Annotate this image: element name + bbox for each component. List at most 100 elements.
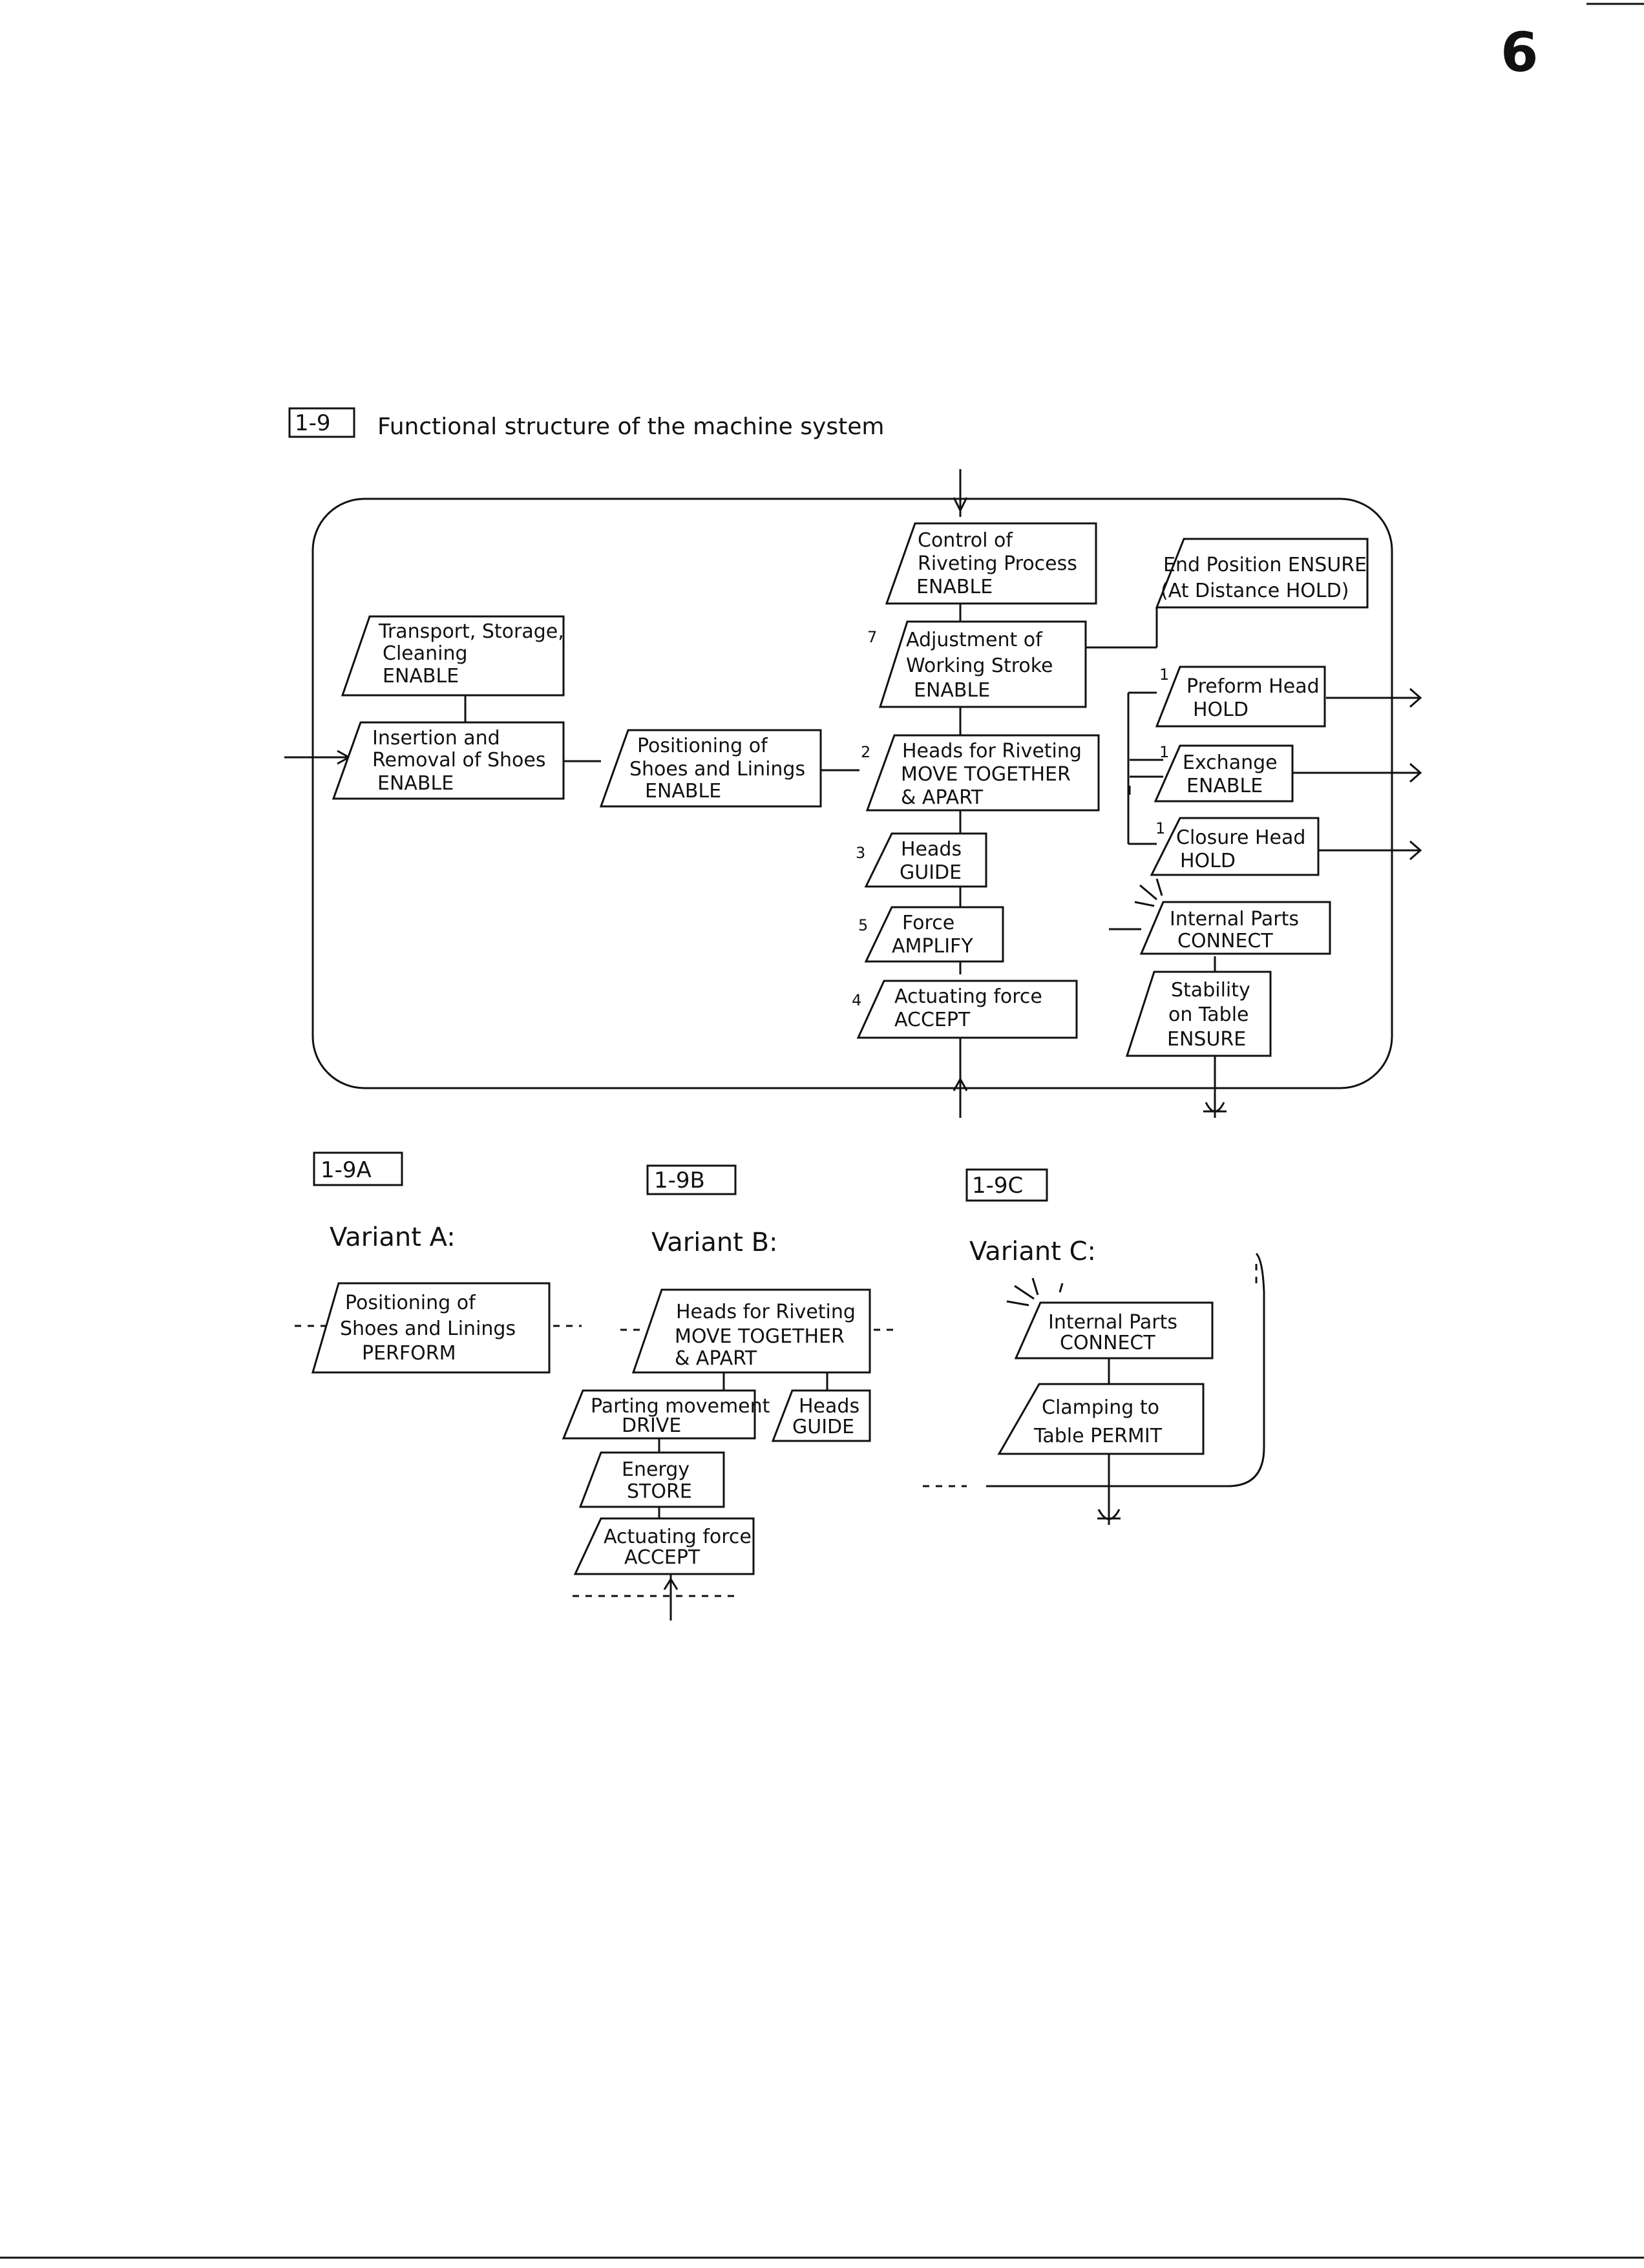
variant-b-tag-box	[646, 1164, 737, 1195]
block-insertion-line2: Removal of Shoes	[372, 749, 546, 772]
block-control-line1: Control of	[918, 529, 1013, 552]
block-insertion-line3: ENABLE	[377, 772, 454, 795]
variant-b-input-arrow-icon	[663, 1577, 679, 1590]
block-force-line1: Force	[902, 912, 954, 934]
variant-c-block-clamping: Clamping to Table PERMIT	[997, 1383, 1205, 1455]
block-internal-parts: Internal Parts CONNECT	[1134, 878, 1331, 955]
figure-tag-box	[288, 407, 355, 438]
block-adjustment-line3: ENABLE	[914, 679, 990, 702]
block-heads-move-line2: MOVE TOGETHER	[901, 763, 1071, 786]
variant-b-block-energy: Energy STORE	[578, 1451, 725, 1508]
block-transport-line1: Transport, Storage,	[378, 620, 564, 643]
num-heads-move: 2	[861, 743, 870, 761]
variant-b-block-heads: Heads for Riveting MOVE TOGETHER & APART	[631, 1288, 871, 1374]
variant-c-block-internal: Internal Parts CONNECT	[1006, 1277, 1214, 1360]
block-heads-move: Heads for Riveting MOVE TOGETHER & APART	[865, 734, 1100, 812]
block-internal-parts-line1: Internal Parts	[1170, 908, 1299, 930]
vb-heads-line3: & APART	[675, 1347, 757, 1370]
num-closure: 1	[1155, 819, 1165, 837]
vc-clamping-line2: Table PERMIT	[1033, 1425, 1163, 1447]
block-insertion-line1: Insertion and	[372, 727, 500, 750]
variant-a-label: Variant A:	[330, 1223, 456, 1252]
block-positioning: Positioning of Shoes and Linings ENABLE	[599, 729, 822, 808]
vb-parting-line1: Parting movement	[591, 1395, 770, 1418]
variant-c-boundary-segment	[986, 1252, 1265, 1487]
block-exchange: Exchange ENABLE	[1154, 744, 1294, 803]
block-positioning-line1: Positioning of	[637, 735, 768, 757]
block-adjustment-line1: Adjustment of	[906, 629, 1043, 651]
block-closure: Closure Head HOLD	[1150, 817, 1320, 876]
block-actuating: Actuating force ACCEPT	[856, 980, 1078, 1039]
vb-heads-line1: Heads for Riveting	[676, 1301, 856, 1323]
block-preform-line1: Preform Head	[1186, 675, 1320, 698]
block-internal-parts-line2: CONNECT	[1177, 930, 1273, 952]
block-positioning-line3: ENABLE	[645, 780, 721, 803]
vb-actuating-line1: Actuating force	[604, 1526, 752, 1548]
block-actuating-line1: Actuating force	[894, 985, 1042, 1008]
block-stability-line1: Stability	[1171, 979, 1250, 1002]
block-force-line2: AMPLIFY	[892, 935, 973, 958]
block-control: Control of Riveting Process ENABLE	[885, 522, 1097, 605]
figure-title: Functional structure of the machine syst…	[377, 414, 884, 440]
block-heads-guide-line1: Heads	[901, 838, 962, 861]
block-adjustment-line2: Working Stroke	[906, 655, 1053, 677]
internal-parts-spark-icon	[1134, 878, 1163, 907]
num-preform: 1	[1159, 666, 1169, 684]
block-end-position-line2: (At Distance HOLD)	[1161, 580, 1349, 602]
block-transport-line2: Cleaning	[383, 642, 468, 665]
block-heads-guide-line2: GUIDE	[900, 861, 962, 884]
vb-parting-line2: DRIVE	[622, 1414, 681, 1437]
vb-energy-line2: STORE	[627, 1480, 692, 1503]
va-pos-line2: Shoes and Linings	[340, 1318, 516, 1340]
num-force: 5	[858, 916, 868, 934]
block-control-line3: ENABLE	[916, 576, 993, 598]
block-preform: Preform Head HOLD	[1155, 666, 1326, 728]
block-transport: Transport, Storage, Cleaning ENABLE	[341, 615, 565, 697]
variant-b-label: Variant B:	[651, 1228, 778, 1257]
vb-energy-line1: Energy	[622, 1458, 690, 1481]
vc-internal-line1: Internal Parts	[1048, 1311, 1177, 1334]
variant-b-tag: 1-9B	[654, 1168, 705, 1193]
block-closure-line2: HOLD	[1180, 850, 1236, 872]
va-pos-line1: Positioning of	[345, 1292, 476, 1314]
vb-actuating-line2: ACCEPT	[624, 1546, 701, 1569]
block-exchange-line1: Exchange	[1183, 751, 1278, 774]
page-number: 6	[1501, 21, 1538, 84]
vb-guide-line2: GUIDE	[792, 1416, 854, 1438]
variant-c-tag: 1-9C	[972, 1173, 1023, 1199]
variant-b-block-guide: Heads GUIDE	[771, 1389, 871, 1442]
vb-guide-line1: Heads	[799, 1395, 859, 1418]
block-adjustment: Adjustment of Working Stroke ENABLE	[878, 620, 1087, 708]
block-end-position: End Position ENSURE (At Distance HOLD)	[1155, 538, 1369, 609]
block-exchange-line2: ENABLE	[1186, 775, 1263, 797]
num-adjustment: 7	[867, 628, 877, 646]
variant-a-tag-box	[313, 1151, 403, 1186]
variant-c-label: Variant C:	[969, 1237, 1096, 1266]
block-heads-move-line1: Heads for Riveting	[902, 740, 1082, 762]
block-heads-guide: Heads GUIDE	[864, 832, 987, 888]
num-actuating: 4	[852, 991, 861, 1009]
block-preform-line2: HOLD	[1193, 698, 1249, 721]
block-stability-line2: on Table	[1168, 1003, 1249, 1026]
vb-heads-line2: MOVE TOGETHER	[675, 1325, 845, 1348]
block-force: Force AMPLIFY	[864, 906, 1004, 963]
variant-c-spark-icon	[1006, 1277, 1064, 1307]
figure-tag: 1-9	[295, 410, 331, 436]
va-pos-line3: PERFORM	[362, 1342, 456, 1365]
num-heads-guide: 3	[856, 844, 865, 862]
variant-a-block-positioning: Positioning of Shoes and Linings PERFORM	[311, 1282, 551, 1374]
num-exchange: 1	[1159, 743, 1169, 761]
block-control-line2: Riveting Process	[918, 552, 1077, 575]
variant-b-block-actuating: Actuating force ACCEPT	[573, 1517, 755, 1575]
block-closure-line1: Closure Head	[1176, 826, 1305, 849]
block-heads-move-line3: & APART	[901, 786, 984, 809]
block-stability: Stability on Table ENSURE	[1125, 971, 1272, 1057]
block-end-position-line1: End Position ENSURE	[1163, 554, 1367, 576]
block-stability-line3: ENSURE	[1167, 1028, 1246, 1051]
block-insertion: Insertion and Removal of Shoes ENABLE	[332, 721, 565, 800]
block-transport-line3: ENABLE	[383, 665, 459, 688]
vc-internal-line2: CONNECT	[1060, 1332, 1155, 1354]
block-actuating-line2: ACCEPT	[894, 1009, 971, 1031]
variant-a-tag: 1-9A	[321, 1157, 372, 1183]
